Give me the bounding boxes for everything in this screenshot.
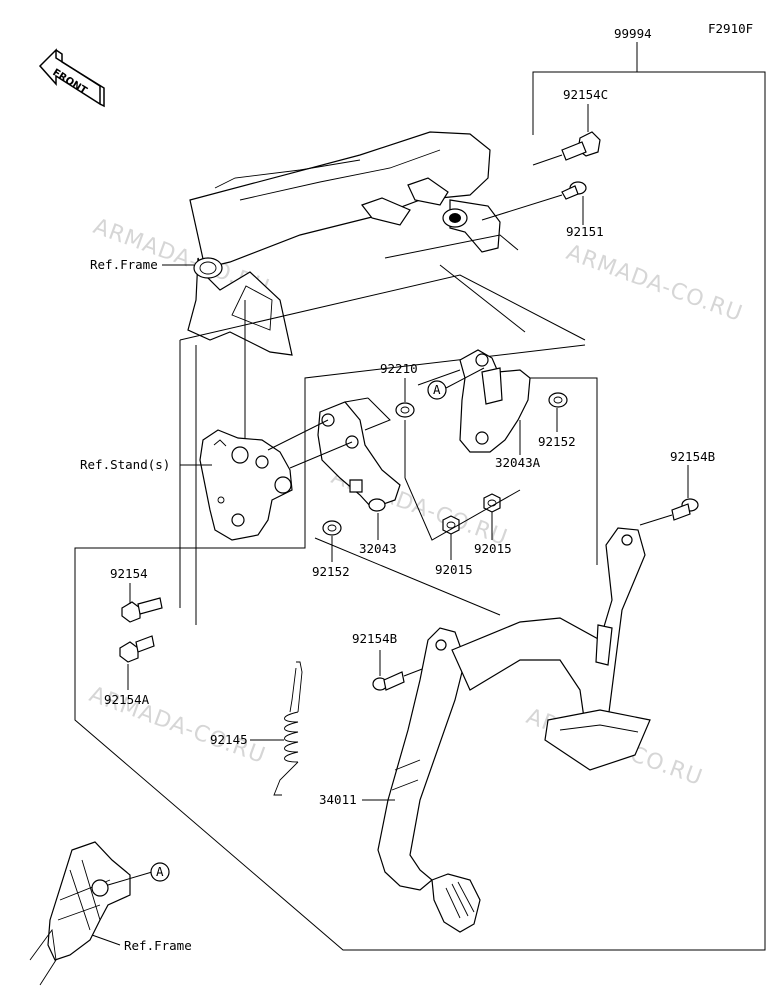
frame-leader-lines	[162, 234, 586, 625]
label-92154b-mid: 92154B	[352, 631, 397, 646]
label-92151: 92151	[566, 224, 604, 239]
bolt-92151	[481, 181, 587, 221]
label-32043a: 32043A	[495, 455, 541, 470]
label-92152-top: 92152	[538, 434, 576, 449]
bolt-92154a	[119, 635, 155, 663]
diagram-code: F2910F	[708, 21, 753, 36]
callout-a-bottom	[150, 862, 170, 882]
callout-a-top: A	[427, 367, 485, 400]
label-92145: 92145	[210, 732, 248, 747]
label-ref-frame-top: Ref.Frame	[90, 257, 158, 272]
reference-view-a: A	[29, 841, 170, 986]
collar-92152-top	[548, 392, 568, 408]
label-92154: 92154	[110, 566, 148, 581]
bracket-32043	[267, 397, 401, 512]
label-92154c: 92154C	[563, 87, 608, 102]
label-92154a: 92154A	[104, 692, 150, 707]
bolt-92154b-right	[639, 498, 699, 526]
center-stand-34011	[377, 527, 651, 933]
bolt-92154	[121, 597, 163, 623]
watermark-2: ARMADA-CO.RU	[563, 240, 746, 327]
stand-mount-bracket	[199, 429, 293, 541]
label-ref-stand: Ref.Stand(s)	[80, 457, 170, 472]
label-92154b-right: 92154B	[670, 449, 715, 464]
label-92152-low: 92152	[312, 564, 350, 579]
callout-a-bottom-letter: A	[156, 864, 164, 879]
callout-a-top-letter: A	[433, 382, 441, 397]
label-32043: 32043	[359, 541, 397, 556]
frame-assembly	[187, 131, 501, 356]
label-92015-b: 92015	[435, 562, 473, 577]
front-arrow-icon: FRONT	[38, 48, 105, 108]
bracket-32043a	[417, 349, 531, 453]
nut-92015-a	[483, 493, 501, 513]
label-ref-frame-bottom: Ref.Frame	[124, 938, 192, 953]
label-92015-a: 92015	[474, 541, 512, 556]
nut-92015-b	[442, 515, 460, 535]
collar-92210	[395, 402, 415, 418]
label-92210: 92210	[380, 361, 418, 376]
collar-92152-low	[322, 520, 342, 536]
nut-leader-lines	[314, 377, 598, 616]
label-leaders	[127, 104, 689, 801]
label-34011: 34011	[319, 792, 357, 807]
label-99994: 99994	[614, 26, 652, 41]
kit-bracket-lines	[74, 42, 766, 951]
spring-92145	[273, 661, 303, 796]
bolt-92154b-mid	[372, 665, 431, 691]
bolt-92154c	[532, 131, 601, 166]
